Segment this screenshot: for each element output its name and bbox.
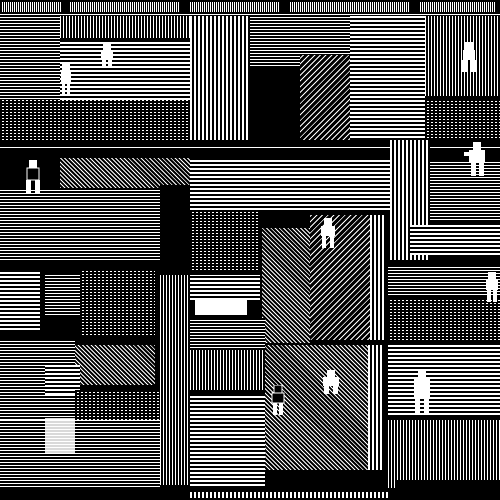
shutter: [45, 365, 80, 395]
building-windows: [80, 270, 155, 335]
building-block: [425, 16, 500, 96]
dark-gap: [250, 66, 300, 86]
npc-sprite-icon[interactable]: [460, 42, 478, 72]
building-block: [190, 16, 250, 141]
building-windows: [190, 210, 260, 270]
npc-sprite-icon[interactable]: [98, 42, 116, 68]
npc-sprite-icon[interactable]: [60, 62, 72, 96]
player-sprite-icon[interactable]: [24, 160, 42, 194]
npc-sprite-icon[interactable]: [464, 142, 490, 176]
tower-section: [262, 228, 310, 343]
doorway: [160, 185, 190, 275]
building-block: [0, 270, 40, 330]
street-line: [0, 146, 500, 148]
building-windows: [75, 390, 160, 420]
building-block: [190, 275, 260, 300]
building-windows: [0, 100, 190, 140]
building-block: [190, 318, 265, 348]
building-block: [350, 16, 425, 146]
crate-row: [60, 158, 190, 188]
building-block: [190, 160, 390, 210]
building-block: [388, 420, 500, 490]
tower-edge: [370, 215, 386, 340]
building-block: [190, 395, 265, 490]
status-segment: [290, 2, 410, 12]
npc-sprite-icon[interactable]: [320, 370, 342, 394]
npc-sprite-icon[interactable]: [410, 370, 434, 414]
building-block: [430, 160, 500, 220]
building-block: [60, 40, 190, 100]
building-block: [388, 345, 500, 415]
column: [160, 275, 190, 485]
lit-window: [45, 418, 75, 454]
npc-sprite-icon[interactable]: [318, 218, 338, 248]
staircase: [300, 55, 350, 145]
crate-row: [75, 345, 155, 385]
lit-window: [195, 300, 247, 315]
building-block: [0, 190, 160, 260]
shutter: [45, 275, 80, 315]
building-block: [0, 420, 160, 490]
curb: [190, 492, 390, 498]
building-block: [190, 350, 265, 390]
npc-sprite-icon[interactable]: [484, 272, 500, 302]
sign-board: [410, 225, 500, 255]
building-block: [388, 265, 500, 295]
building-roof: [60, 16, 190, 38]
status-segment: [190, 2, 280, 12]
street: [0, 140, 500, 158]
status-segment: [2, 2, 62, 12]
status-segment: [420, 2, 496, 12]
status-segment: [70, 2, 180, 12]
tower-edge: [368, 345, 384, 470]
top-status-bar: [0, 0, 500, 15]
building-windows: [388, 300, 500, 340]
npc-sprite-icon[interactable]: [270, 385, 286, 415]
